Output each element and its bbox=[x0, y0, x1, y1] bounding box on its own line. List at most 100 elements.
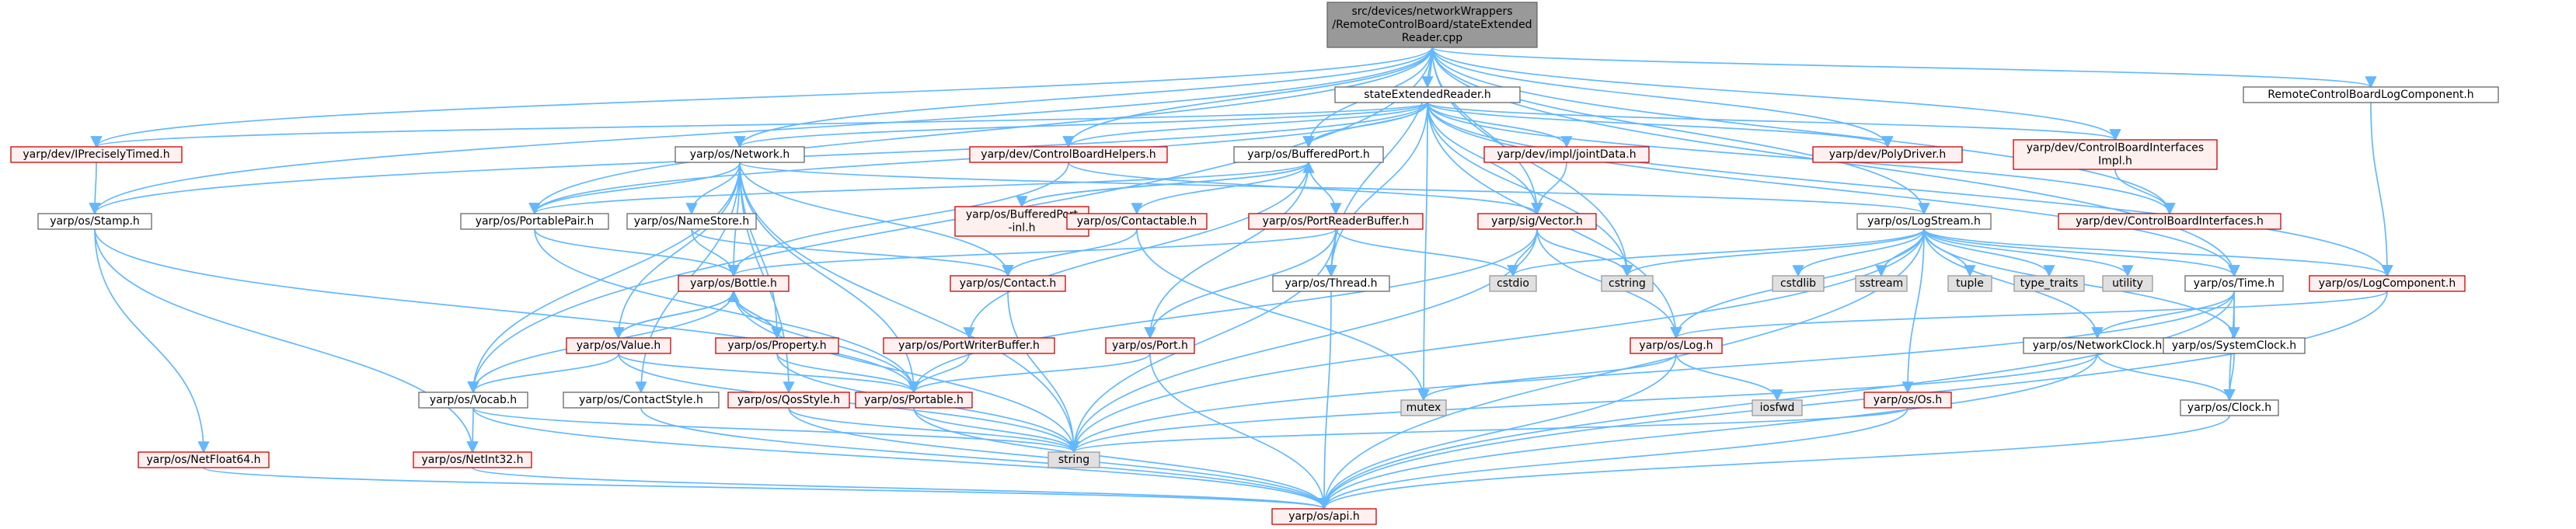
node-yarp-dev-ipreciselytimed-h[interactable]: yarp/dev/IPreciselyTimed.h bbox=[10, 146, 183, 163]
node-yarp-os-portablepair-h[interactable]: yarp/os/PortablePair.h bbox=[460, 213, 609, 230]
node-yarp-os-vocab-h[interactable]: yarp/os/Vocab.h bbox=[418, 392, 528, 409]
node-yarp-os-logcomponent-h[interactable]: yarp/os/LogComponent.h bbox=[2309, 275, 2466, 292]
edge-stamp-to-portable bbox=[94, 228, 920, 394]
node-yarp-os-property-h[interactable]: yarp/os/Property.h bbox=[715, 337, 839, 354]
node-box bbox=[626, 213, 757, 230]
node-yarp-os-contact-h[interactable]: yarp/os/Contact.h bbox=[950, 275, 1066, 292]
edge-vocab-to-netint bbox=[466, 407, 479, 454]
node-yarp-dev-polydriver-h[interactable]: yarp/dev/PolyDriver.h bbox=[1812, 146, 1963, 163]
edge-time-to-netclock bbox=[2091, 291, 2235, 339]
node-label: yarp/os/api.h bbox=[1288, 510, 1359, 523]
edge-root-to-network bbox=[734, 47, 1433, 148]
node-yarp-os-logstream-h[interactable]: yarp/os/LogStream.h bbox=[1856, 213, 1992, 230]
edge-ser-to-cbi bbox=[1427, 102, 2176, 215]
node-yarp-os-systemclock-h[interactable]: yarp/os/SystemClock.h bbox=[2163, 337, 2306, 354]
edge-jointdata-to-vector bbox=[1531, 162, 1567, 215]
node-yarp-os-netfloat64-h[interactable]: yarp/os/NetFloat64.h bbox=[138, 451, 270, 468]
node-stateextendedreader-h[interactable]: stateExtendedReader.h bbox=[1334, 86, 1521, 103]
edge-logstream-to-cstdlib bbox=[1792, 228, 1925, 277]
node-box bbox=[1630, 337, 1723, 354]
node-label: yarp/os/NameStore.h bbox=[634, 215, 749, 228]
node-yarp-dev-controlboardinterfaces-h[interactable]: yarp/dev/ControlBoardInterfaces.h bbox=[2058, 213, 2281, 230]
node-box bbox=[1248, 213, 1424, 230]
node-box bbox=[1855, 275, 1908, 292]
edge-os-to-string bbox=[1068, 407, 1908, 454]
edge-netclock-to-clock bbox=[2097, 353, 2236, 402]
node-yarp-os-contactstyle-h[interactable]: yarp/os/ContactStyle.h bbox=[563, 392, 720, 409]
edge-ser-to-polydriver bbox=[1427, 102, 1894, 148]
node-yarp-dev-impl-jointdata-h[interactable]: yarp/dev/impl/jointData.h bbox=[1483, 146, 1650, 163]
node-label: RemoteControlBoardLogComponent.h bbox=[2268, 89, 2473, 101]
edge-network-to-logstream bbox=[739, 162, 1930, 215]
edge-bufport-to-contactable bbox=[1131, 162, 1309, 215]
node-yarp-os-os-h[interactable]: yarp/os/Os.h bbox=[1863, 392, 1952, 409]
edge-cbiimpl-to-cbi bbox=[2114, 169, 2176, 215]
edge-root-to-portpair bbox=[528, 47, 1433, 215]
node-box bbox=[1400, 399, 1447, 416]
edge-prbuffer-to-cstdio bbox=[1335, 228, 1519, 277]
node-yarp-os-port-h[interactable]: yarp/os/Port.h bbox=[1105, 337, 1195, 354]
node-yarp-os-stamp-h[interactable]: yarp/os/Stamp.h bbox=[37, 213, 152, 230]
node-label: yarp/dev/ControlBoardHelpers.h bbox=[981, 148, 1156, 161]
node-yarp-os-contactable-h[interactable]: yarp/os/Contactable.h bbox=[1066, 213, 1208, 230]
edge-log-to-api bbox=[1318, 353, 1677, 510]
node-yarp-os-qosstyle-h[interactable]: yarp/os/QosStyle.h bbox=[727, 392, 850, 409]
node-yarp-os-bufferedport-h[interactable]: yarp/os/BufferedPort.h bbox=[1233, 146, 1384, 163]
edge-netfloat-to-api bbox=[203, 467, 1330, 510]
node-remotecontrolboardlogcomponent-h[interactable]: RemoteControlBoardLogComponent.h bbox=[2243, 86, 2499, 103]
node-yarp-os-time-h[interactable]: yarp/os/Time.h bbox=[2184, 275, 2284, 292]
node-iosfwd: iosfwd bbox=[1752, 399, 1803, 416]
edge-namestore-to-contact bbox=[691, 228, 1014, 277]
node-yarp-os-netint32-h[interactable]: yarp/os/NetInt32.h bbox=[413, 451, 532, 468]
node-box bbox=[1489, 275, 1537, 292]
node-label: yarp/os/Bottle.h bbox=[690, 277, 777, 290]
edge-rcblog-to-logcomp bbox=[2370, 102, 2393, 277]
node-label: yarp/os/Os.h bbox=[1874, 394, 1942, 406]
node-label: stateExtendedReader.h bbox=[1364, 89, 1491, 101]
node-yarp-os-portwriterbuffer-h[interactable]: yarp/os/PortWriterBuffer.h bbox=[883, 337, 1055, 354]
node-yarp-os-api-h[interactable]: yarp/os/api.h bbox=[1271, 508, 1377, 525]
node-yarp-os-portreaderbuffer-h[interactable]: yarp/os/PortReaderBuffer.h bbox=[1248, 213, 1424, 230]
edge-ser-to-vector bbox=[1427, 102, 1543, 215]
edge-root-to-cbhelpers bbox=[1062, 47, 1433, 148]
node-box bbox=[37, 213, 152, 230]
node-cstdio: cstdio bbox=[1489, 275, 1537, 292]
node-label: yarp/os/LogComponent.h bbox=[2319, 277, 2456, 290]
node-yarp-os-log-h[interactable]: yarp/os/Log.h bbox=[1630, 337, 1723, 354]
node-yarp-os-portable-h[interactable]: yarp/os/Portable.h bbox=[855, 392, 973, 409]
node-label: yarp/dev/IPreciselyTimed.h bbox=[23, 148, 169, 161]
edge-root-to-cbi bbox=[1431, 47, 2176, 215]
node-yarp-os-thread-h[interactable]: yarp/os/Thread.h bbox=[1272, 275, 1390, 292]
node-src-devices-networkwrappers-remotecontrolboard-stateextendedreader-cpp[interactable]: src/devices/networkWrappers/RemoteContro… bbox=[1326, 2, 1538, 48]
node-yarp-os-bottle-h[interactable]: yarp/os/Bottle.h bbox=[678, 275, 790, 292]
edge-root-to-stamp bbox=[89, 47, 1433, 215]
edge-netclock-to-api bbox=[1318, 353, 2098, 510]
node-label: yarp/os/PortablePair.h bbox=[476, 215, 594, 228]
edge-contactstyle-to-api bbox=[640, 407, 1330, 510]
dependency-edges bbox=[89, 47, 2393, 510]
edge-logstream-to-time bbox=[1923, 228, 2240, 277]
node-yarp-os-networkclock-h[interactable]: yarp/os/NetworkClock.h bbox=[2023, 337, 2172, 354]
node-box bbox=[1272, 275, 1390, 292]
node-yarp-sig-vector-h[interactable]: yarp/sig/Vector.h bbox=[1477, 213, 1597, 230]
node-yarp-os-value-h[interactable]: yarp/os/Value.h bbox=[566, 337, 671, 354]
node-box bbox=[566, 337, 671, 354]
node-label: src/devices/networkWrappers bbox=[1352, 5, 1513, 18]
node-label: Impl.h bbox=[2098, 155, 2132, 168]
node-sstream: sstream bbox=[1855, 275, 1908, 292]
node-label: yarp/os/SystemClock.h bbox=[2172, 339, 2296, 352]
node-label: yarp/os/Contact.h bbox=[960, 277, 1057, 290]
edge-netclock-to-string bbox=[1068, 353, 2098, 454]
edge-prbuffer-to-string bbox=[1068, 228, 1337, 454]
node-label: /RemoteControlBoard/stateExtended bbox=[1332, 19, 1532, 31]
node-yarp-os-network-h[interactable]: yarp/os/Network.h bbox=[675, 146, 805, 163]
node-box bbox=[2163, 337, 2306, 354]
node-yarp-os-namestore-h[interactable]: yarp/os/NameStore.h bbox=[626, 213, 757, 230]
edge-contactable-to-mutex bbox=[1136, 228, 1430, 402]
node-yarp-os-clock-h[interactable]: yarp/os/Clock.h bbox=[2180, 399, 2279, 416]
node-yarp-dev-controlboardhelpers-h[interactable]: yarp/dev/ControlBoardHelpers.h bbox=[969, 146, 1168, 163]
edge-vector-to-portable bbox=[908, 228, 1538, 394]
node-label: tuple bbox=[1956, 277, 1984, 290]
node-label: sstream bbox=[1860, 277, 1903, 290]
